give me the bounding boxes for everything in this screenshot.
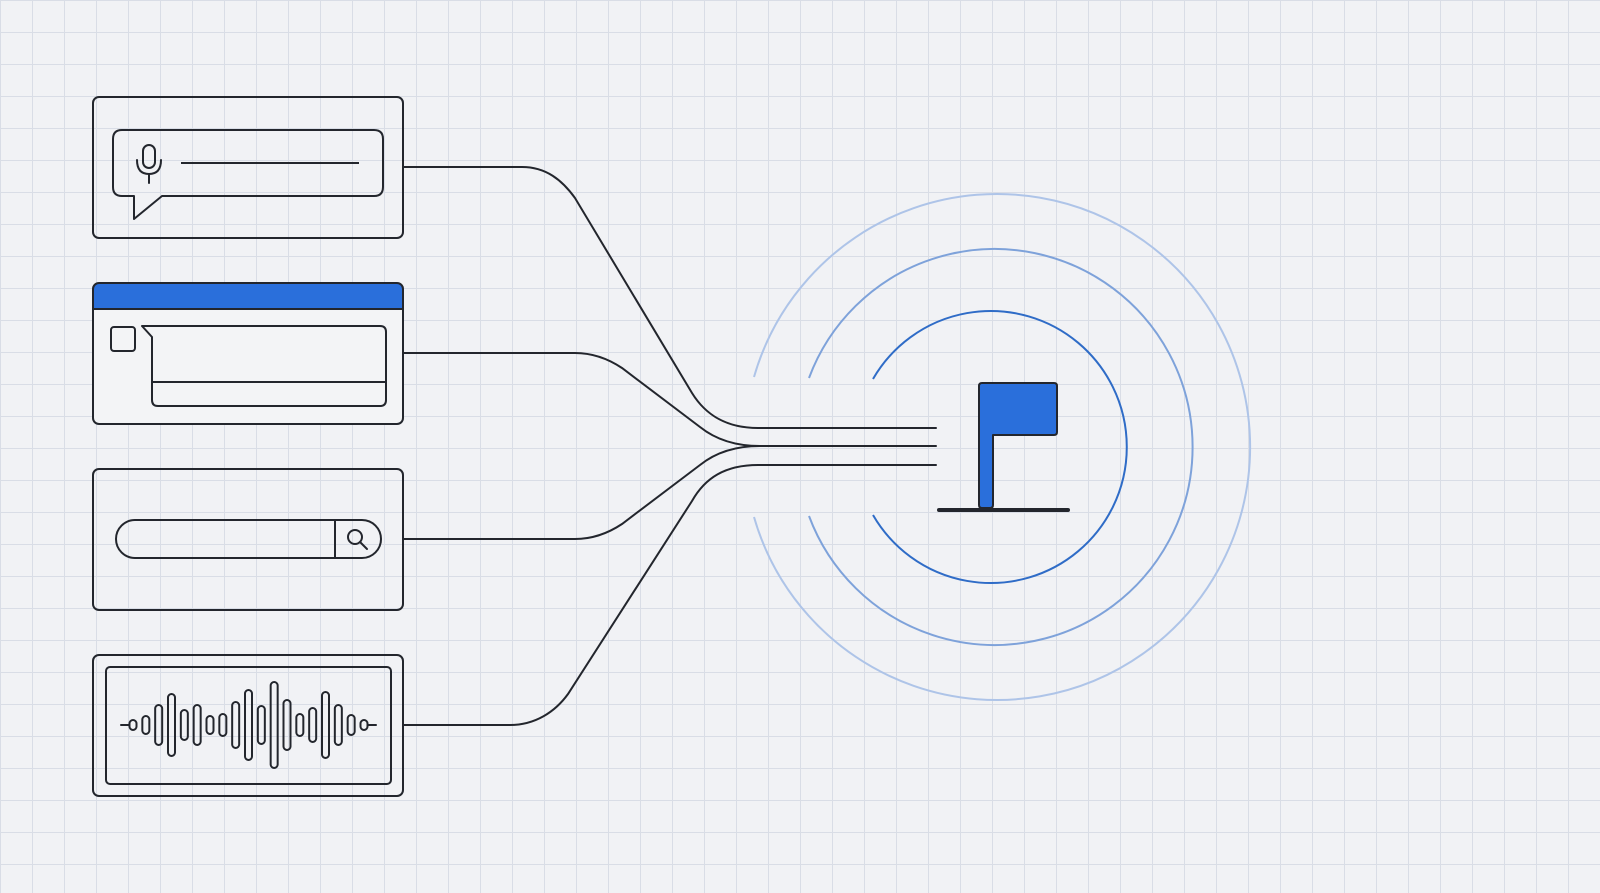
waveform-bar — [333, 704, 343, 746]
waveform-bar — [321, 691, 330, 759]
speech-bubble — [112, 129, 384, 220]
window-checkbox — [110, 326, 136, 352]
waveform-bar — [179, 709, 189, 741]
connector-search — [402, 445, 761, 540]
waveform-bar — [295, 713, 305, 737]
waveform-bar — [167, 693, 176, 757]
waveform-bar — [205, 715, 215, 735]
search-icon — [347, 529, 368, 550]
search-bar-card — [92, 468, 404, 611]
waveform-bar — [256, 705, 266, 745]
window-content-box — [141, 325, 387, 407]
flag-icon — [937, 382, 1070, 512]
voice-input-card — [92, 96, 404, 239]
target-rings — [753, 193, 1252, 701]
flag-shape — [978, 382, 1058, 509]
waveform-bar — [218, 713, 228, 737]
audio-waveform-card — [92, 654, 404, 797]
waveform-bar — [192, 704, 202, 746]
waveform-bar — [128, 719, 138, 731]
window-title-bar — [93, 283, 403, 309]
connector-voice — [402, 166, 937, 429]
search-input — [115, 519, 382, 559]
connector-audio — [402, 464, 937, 726]
connector-lines — [402, 166, 937, 726]
microphone-icon — [136, 144, 162, 184]
waveform-bar — [231, 701, 241, 749]
waveform-bar — [269, 681, 279, 769]
waveform-bar — [141, 715, 151, 735]
waveform-bar — [154, 704, 164, 746]
ring-outer — [753, 193, 1252, 701]
waveform-bar — [308, 707, 318, 743]
waveform-bar — [359, 719, 369, 731]
ring-inner — [872, 310, 1128, 584]
app-window-card — [92, 282, 404, 425]
ring-middle — [808, 248, 1194, 646]
waveform-icon — [120, 681, 377, 769]
waveform-bar — [346, 714, 356, 736]
waveform-bar — [282, 699, 292, 751]
waveform-bar — [244, 689, 253, 761]
connector-window — [402, 352, 937, 447]
